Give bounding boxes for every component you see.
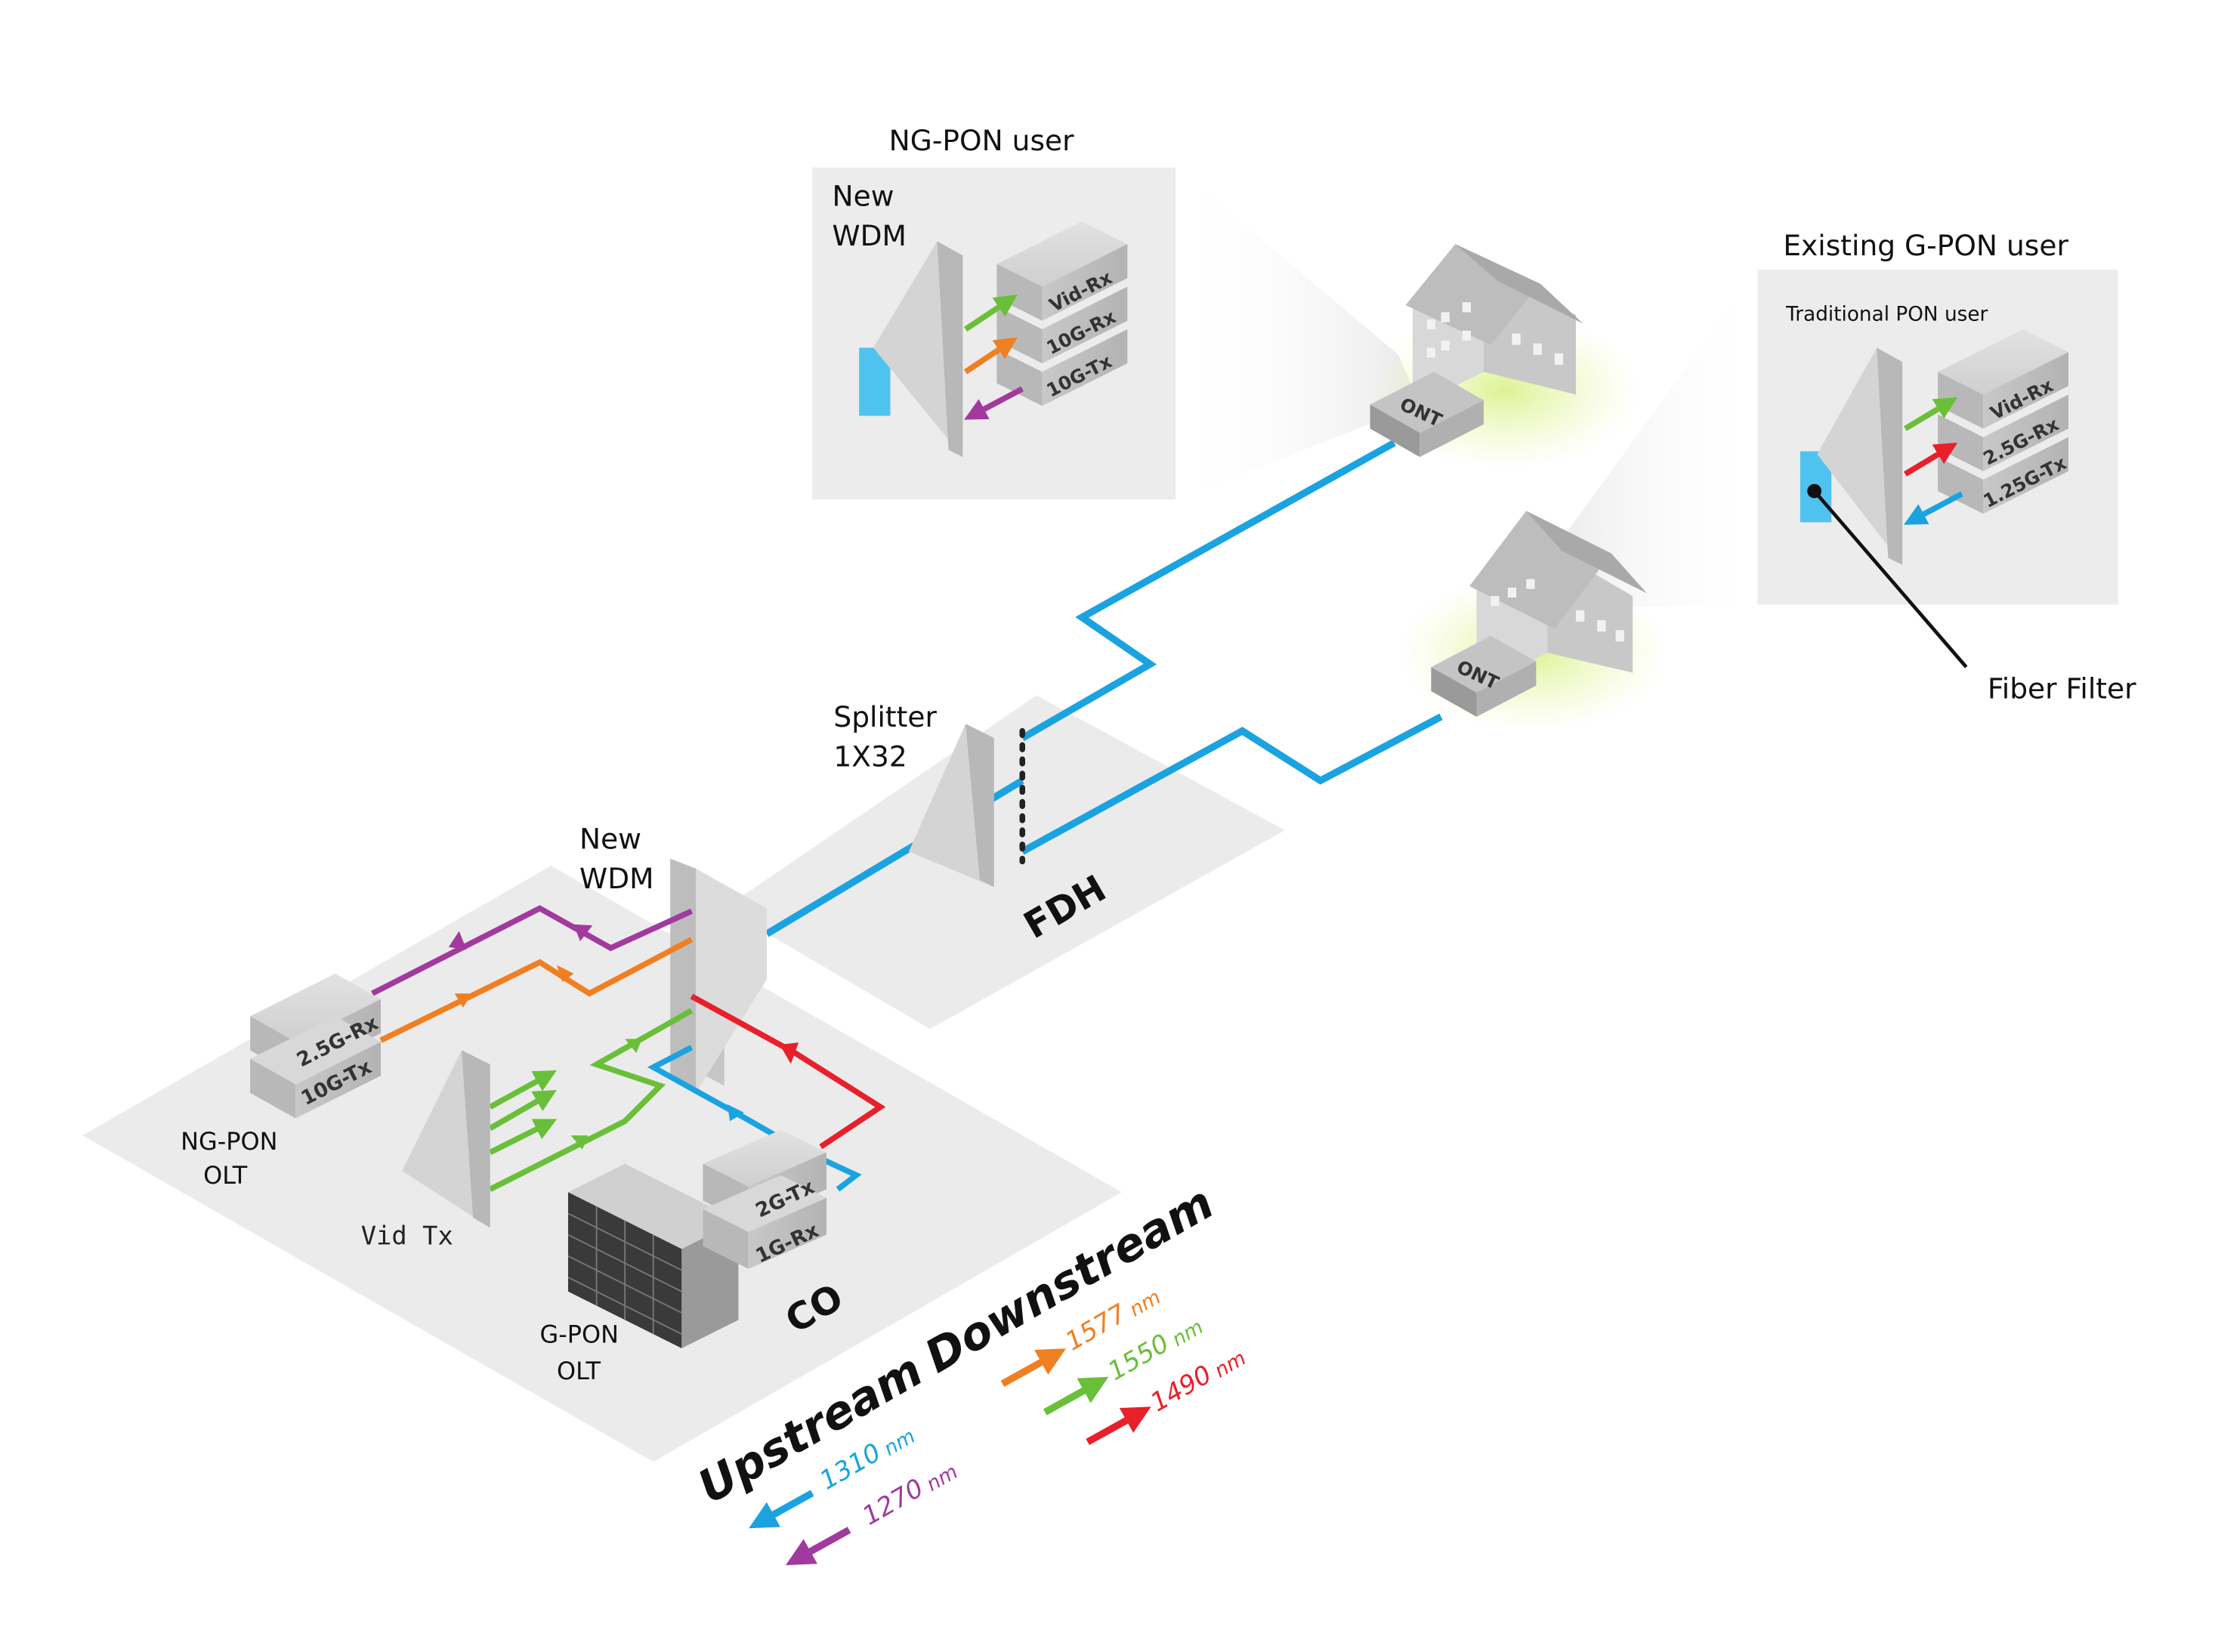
legend-1550-value: 1550 xyxy=(1103,1328,1174,1386)
ngpon-olt-label-1: NG-PON xyxy=(181,1127,277,1156)
splitter-label-2: 1X32 xyxy=(833,740,907,774)
vid-tx xyxy=(402,1050,490,1228)
legend-1490-value: 1490 xyxy=(1145,1360,1216,1418)
ngpon-ont xyxy=(1370,372,1484,457)
existing-user-boxes xyxy=(1938,329,2068,514)
ngpon-wdm-label-2: WDM xyxy=(833,219,907,252)
legend-1577-unit: nm xyxy=(1126,1286,1165,1322)
legend-1270-unit: nm xyxy=(923,1461,962,1496)
path-1310 xyxy=(647,1045,862,1192)
traditional-user-label: Traditional PON user xyxy=(1785,304,1988,326)
ngpon-user-wdm xyxy=(859,241,963,457)
legend-1310-unit: nm xyxy=(880,1425,919,1461)
ngpon-user-title: NG-PON user xyxy=(889,124,1075,157)
fdh-floor xyxy=(724,695,1285,1030)
ngpon-olt xyxy=(250,973,382,1119)
ngpon-olt-label-2: OLT xyxy=(203,1161,248,1190)
ngpon-house xyxy=(1405,244,1583,408)
splitter-label-1: Splitter xyxy=(833,700,937,733)
existing-user-title: Existing G-PON user xyxy=(1783,229,2068,262)
fiber-to-ngpon-user xyxy=(1020,440,1396,742)
existing-zoom-cone xyxy=(1547,269,1758,610)
gpon-olt-label-1: G-PON xyxy=(539,1320,619,1348)
ngpon-user-boxes xyxy=(996,221,1128,406)
gpon-olt-boxes xyxy=(703,1129,826,1269)
fiber-to-existing-user xyxy=(1021,713,1443,855)
co-wdm-label-1: New xyxy=(579,823,641,856)
fiber-filter-label: Fiber Filter xyxy=(1988,672,2136,705)
co-wdm xyxy=(670,858,768,1093)
ngpon-user-panel xyxy=(812,167,1176,500)
vid-tx-label: Vid Tx xyxy=(361,1221,453,1251)
ngpon-zoom-cone xyxy=(1175,167,1420,500)
fiber-filter-leader xyxy=(1812,489,1968,669)
ngpon-wdm-label-1: New xyxy=(833,179,894,212)
splitter xyxy=(908,724,1026,888)
legend-1490-unit: nm xyxy=(1211,1347,1250,1382)
gpon-olt-label-2: OLT xyxy=(557,1357,601,1385)
existing-ont xyxy=(1431,635,1537,717)
legend-1550-unit: nm xyxy=(1169,1316,1208,1351)
co-wdm-label-2: WDM xyxy=(579,862,653,895)
legend-1270-value: 1270 xyxy=(857,1473,928,1531)
path-1490 xyxy=(690,993,886,1150)
